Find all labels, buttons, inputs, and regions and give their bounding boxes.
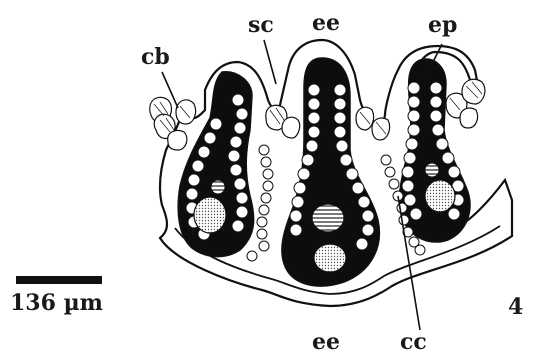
left-hatch xyxy=(211,180,225,194)
label-ee-bottom: ee xyxy=(312,329,340,355)
panel-number: 4 xyxy=(508,294,523,320)
label-sc: sc xyxy=(248,12,274,38)
label-ee-top: ee xyxy=(312,10,340,36)
center-nucleus xyxy=(314,244,346,272)
scale-bar-label: 136 µm xyxy=(10,290,103,316)
label-cc: cc xyxy=(400,329,427,355)
label-cb: cb xyxy=(141,44,170,70)
center-hatch-cell xyxy=(312,204,344,232)
left-nucleus xyxy=(194,197,226,233)
leader-sc xyxy=(264,40,276,84)
right-hatch xyxy=(425,163,439,177)
right-nucleus xyxy=(425,180,455,212)
label-ep: ep xyxy=(428,12,457,38)
scale-bar xyxy=(16,276,102,284)
